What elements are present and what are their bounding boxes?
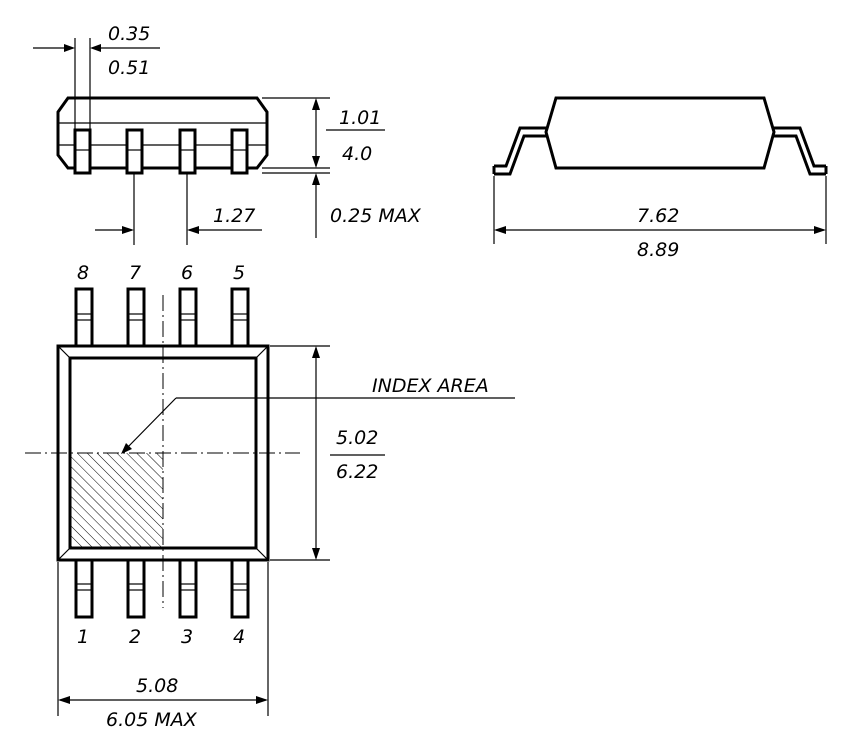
top-view-lower-leads — [74, 555, 250, 619]
pitch-label: 1.27 — [213, 205, 255, 227]
pin-number: 5 — [233, 262, 245, 284]
top-view: INDEX AREA 5.02 6.22 5.08 6.05 MAX 8 7 6… — [25, 262, 515, 731]
index-area-hatch — [71, 453, 163, 547]
body-length-max: 6.05 MAX — [106, 709, 198, 731]
pin-number: 3 — [181, 626, 193, 648]
pin-number: 6 — [181, 262, 193, 284]
body-height-max: 4.0 — [342, 143, 372, 165]
front-view-body — [56, 96, 269, 170]
side-view: 7.62 8.89 — [492, 96, 828, 261]
side-view-body — [544, 96, 776, 170]
front-view: 0.35 0.51 1.01 4.0 0.25 MAX 1.27 — [33, 23, 422, 245]
body-width-min: 5.02 — [336, 427, 378, 449]
pin-number: 8 — [77, 262, 89, 284]
lead-width-min: 0.35 — [108, 23, 150, 45]
lead-span-min: 7.62 — [637, 205, 679, 227]
pin-number: 4 — [233, 626, 245, 648]
lead-span-max: 8.89 — [637, 239, 679, 261]
top-view-upper-leads — [74, 287, 250, 349]
body-length-min: 5.08 — [136, 675, 178, 697]
body-height-min: 1.01 — [339, 107, 381, 129]
pin-number: 7 — [129, 262, 141, 284]
pin-number: 2 — [129, 626, 141, 648]
body-width-max: 6.22 — [336, 461, 378, 483]
lead-width-max: 0.51 — [108, 57, 150, 79]
index-area-label: INDEX AREA — [372, 375, 489, 397]
pin-number: 1 — [77, 626, 89, 648]
standoff-label: 0.25 MAX — [330, 205, 422, 227]
